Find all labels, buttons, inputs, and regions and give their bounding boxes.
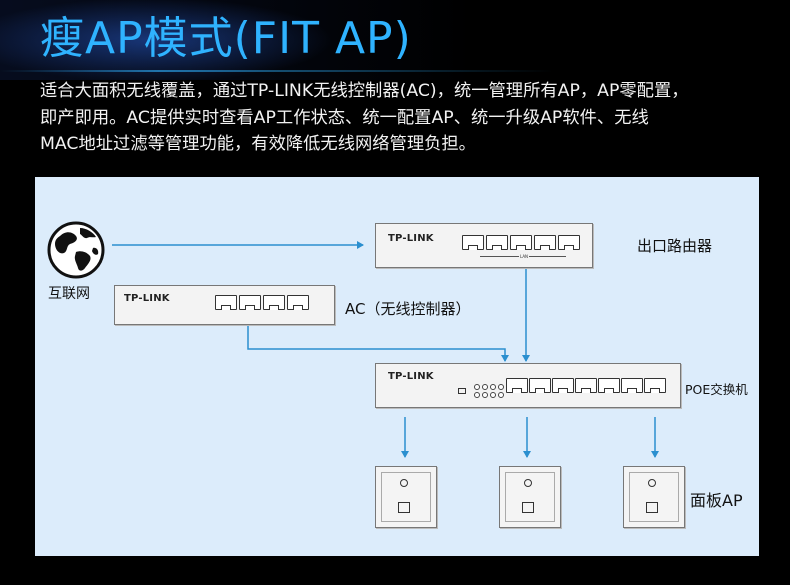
router-port xyxy=(558,235,580,250)
ac-brand: TP-LINK xyxy=(124,293,170,304)
ac-label: AC（无线控制器） xyxy=(345,300,471,318)
switch-power-indicator xyxy=(458,388,466,394)
arrow-ac-to-switch xyxy=(247,324,509,362)
router-device: TP-LINK LAN xyxy=(375,223,593,268)
poe-switch-device: TP-LINK xyxy=(375,363,681,408)
poe-switch-label: POE交换机 xyxy=(685,382,748,397)
ap-port xyxy=(522,502,534,513)
connection-arrows xyxy=(112,241,659,458)
ap-faceplate xyxy=(505,472,555,522)
panel-ap-device xyxy=(499,466,561,528)
ap-port xyxy=(398,502,410,513)
ap-indicator xyxy=(400,479,408,487)
ap-faceplate xyxy=(381,472,431,522)
router-port xyxy=(462,235,484,250)
ap-indicator xyxy=(524,479,532,487)
status-led xyxy=(498,384,504,390)
globe-icon xyxy=(47,221,105,279)
router-ports xyxy=(462,235,580,250)
topology-diagram: 互联网 TP-LINK LAN 出口路由器 TP-LINK AC（无线控制器） … xyxy=(35,177,759,556)
header-glow xyxy=(0,0,790,80)
title-underline xyxy=(0,70,790,72)
ac-port xyxy=(287,295,309,310)
ac-port xyxy=(215,295,237,310)
status-led xyxy=(482,392,488,398)
router-port-caption: LAN xyxy=(519,254,530,259)
switch-status-leds xyxy=(474,384,504,398)
page-title: 瘦AP模式(FIT AP) xyxy=(40,13,412,64)
ac-port xyxy=(263,295,285,310)
router-brand: TP-LINK xyxy=(388,233,434,244)
description-line-1: 适合大面积无线覆盖，通过TP-LINK无线控制器(AC)，统一管理所有AP，AP… xyxy=(40,81,689,101)
ap-faceplate xyxy=(629,472,679,522)
switch-port xyxy=(552,378,574,393)
description-line-3: MAC地址过滤等管理功能，有效降低无线网络管理负担。 xyxy=(40,134,476,154)
panel-ap-label: 面板AP xyxy=(690,491,743,510)
switch-port xyxy=(598,378,620,393)
switch-port xyxy=(506,378,528,393)
switch-port xyxy=(621,378,643,393)
switch-port xyxy=(644,378,666,393)
status-led xyxy=(498,392,504,398)
switch-port xyxy=(575,378,597,393)
router-port xyxy=(486,235,508,250)
ac-ports xyxy=(215,295,309,310)
internet-label: 互联网 xyxy=(48,286,90,302)
status-led xyxy=(474,384,480,390)
status-led xyxy=(490,392,496,398)
description-line-2: 即产即用。AC提供实时查看AP工作状态、统一配置AP、统一升级AP软件、无线 xyxy=(40,107,649,128)
switch-ports xyxy=(506,378,666,393)
ap-indicator xyxy=(648,479,656,487)
router-port xyxy=(510,235,532,250)
status-led xyxy=(490,384,496,390)
router-port xyxy=(534,235,556,250)
ac-controller-device: TP-LINK xyxy=(114,285,335,325)
status-led xyxy=(474,392,480,398)
switch-port xyxy=(529,378,551,393)
description: 适合大面积无线覆盖，通过TP-LINK无线控制器(AC)，统一管理所有AP，AP… xyxy=(40,78,785,158)
switch-brand: TP-LINK xyxy=(388,371,434,382)
status-led xyxy=(482,384,488,390)
ap-port xyxy=(646,502,658,513)
panel-ap-device xyxy=(623,466,685,528)
panel-ap-device xyxy=(375,466,437,528)
router-label: 出口路由器 xyxy=(637,237,713,255)
ac-port xyxy=(239,295,261,310)
